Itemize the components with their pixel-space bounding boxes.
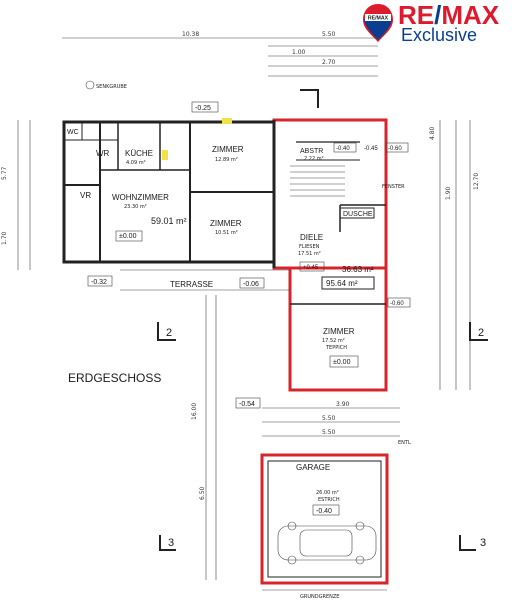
room-zimmer-3-sub: TEPPICH xyxy=(325,345,347,351)
section-3-right: 3 xyxy=(480,537,486,549)
entl-label: ENTL xyxy=(398,440,411,446)
extension-walls xyxy=(272,118,388,392)
dim-garage-w: 5.50 xyxy=(322,429,336,436)
level-5: -0.40 xyxy=(336,146,350,152)
dim-r5: 12.70 xyxy=(473,173,480,190)
room-dusche: DUSCHE xyxy=(343,211,373,218)
level-8: -0.54 xyxy=(239,401,255,408)
room-kueche: KÜCHE xyxy=(125,149,153,158)
brand-wordmark: RE/MAX xyxy=(398,0,499,31)
brand-slash: / xyxy=(434,0,442,30)
section-2-right: 2 xyxy=(478,327,484,339)
level-12: -0.60 xyxy=(390,301,404,307)
floor-title: ERDGESCHOSS xyxy=(68,371,161,385)
brand-re: RE xyxy=(398,0,435,30)
room-vr: VR xyxy=(80,191,91,200)
garage xyxy=(260,453,389,591)
room-garage-sub: ESTRICH xyxy=(318,497,340,503)
room-diele: DIELE xyxy=(300,233,323,242)
level-11: +0.45 xyxy=(303,265,319,271)
dim-top-total: 10.38 xyxy=(182,31,199,38)
section-3-markers: 3 3 xyxy=(159,535,486,551)
right-dims: 4.80 1.90 12.70 xyxy=(429,120,480,390)
level-6: -0.45 xyxy=(364,146,378,152)
level-3: -0.32 xyxy=(91,279,107,286)
dim-mid2: 3.90 xyxy=(336,401,350,408)
room-zimmer-1-area: 12.89 m² xyxy=(215,157,238,163)
room-zimmer-2-area: 10.51 m² xyxy=(215,230,238,236)
room-wc: WC xyxy=(67,129,79,136)
level-zimmer-3: ±0.00 xyxy=(333,359,351,366)
room-kueche-area: 4.09 m² xyxy=(126,160,146,166)
room-wohnzimmer: WOHNZIMMER xyxy=(112,193,169,202)
dim-r6: 6.50 xyxy=(199,486,206,500)
level-1: -0.25 xyxy=(195,105,211,112)
dim-r2: 2.70 xyxy=(322,59,336,66)
area-total: 95.64 m² xyxy=(326,279,358,288)
level-garage: -0.40 xyxy=(316,508,332,515)
dim-top-right: 5.50 xyxy=(322,31,336,38)
level-4: -0.06 xyxy=(243,281,259,288)
brand-tagline: Exclusive xyxy=(401,25,478,45)
balloon-text: RE/MAX xyxy=(368,16,389,22)
middle-dims: 16.00 6.50 xyxy=(191,295,217,580)
room-diele-area: 17.51 m² xyxy=(298,251,321,257)
house-walls xyxy=(62,118,276,264)
lower-dims: 3.90 5.50 5.50 xyxy=(262,401,400,437)
left-dims: 5.77 1.70 xyxy=(1,120,31,270)
room-abstr-area: 2.22 m² xyxy=(304,156,324,162)
dim-r3: 4.80 xyxy=(429,126,436,140)
section-3-left: 3 xyxy=(168,537,174,549)
dim-r4: 1.90 xyxy=(445,186,452,200)
area-right: 36.63 m² xyxy=(342,265,374,274)
room-abstr: ABSTR xyxy=(300,148,323,155)
room-garage-area: 26.00 m² xyxy=(316,490,339,496)
room-diele-sub: FLIESEN xyxy=(299,244,320,250)
section-2-left: 2 xyxy=(166,327,172,339)
dim-left-b: 1.70 xyxy=(1,231,8,245)
balloon-icon: RE/MAX xyxy=(363,4,393,42)
grundgrenze-label: GRUNDGRENZE xyxy=(300,594,339,600)
dim-mid: 5.50 xyxy=(322,415,336,422)
room-zimmer-3-area: 17.52 m² xyxy=(322,338,345,344)
level-7: -0.60 xyxy=(388,146,402,152)
room-garage: GARAGE xyxy=(296,463,330,472)
brand-max: MAX xyxy=(441,0,500,30)
top-right-dims: 1.00 2.70 xyxy=(268,45,378,77)
car-icon xyxy=(277,521,377,565)
section-2-markers: 2 2 xyxy=(157,322,488,341)
room-wr: WR xyxy=(96,149,110,158)
room-zimmer-3: ZIMMER xyxy=(323,327,355,336)
terrasse-label: TERRASSE xyxy=(170,280,213,289)
remax-logo: RE/MAX xyxy=(363,4,393,42)
area-left: 59.01 m² xyxy=(151,216,187,226)
room-zimmer-1: ZIMMER xyxy=(212,145,244,154)
fenster-label: FENSTER xyxy=(382,184,405,190)
level-wohnzimmer: ±0.00 xyxy=(119,233,137,240)
dim-r7: 16.00 xyxy=(191,403,198,420)
senkgrube-label: SENKGRUBE xyxy=(96,84,127,90)
room-wohnzimmer-area: 23.30 m² xyxy=(124,204,147,210)
top-dimension: 10.38 5.50 xyxy=(62,31,378,39)
dim-left-a: 5.77 xyxy=(1,166,8,180)
dim-r1: 1.00 xyxy=(292,49,306,56)
stairs xyxy=(290,165,345,197)
room-labels: WC WR KÜCHE 4.09 m² ZIMMER 12.89 m² VR W… xyxy=(67,129,411,600)
room-zimmer-2: ZIMMER xyxy=(210,219,242,228)
level-markers: -0.25 -0.32 -0.06 -0.40 -0.45 -0.60 -0.5… xyxy=(87,101,411,409)
